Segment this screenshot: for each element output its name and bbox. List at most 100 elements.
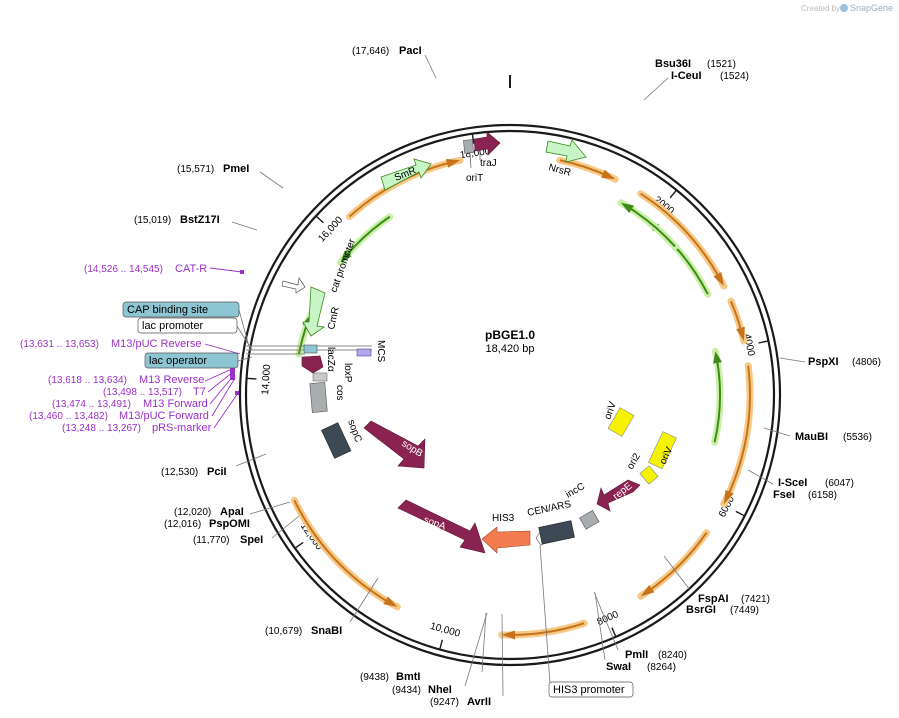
plasmid-title: pBGE1.0 18,420 bp	[485, 328, 535, 355]
orange-arrow-6	[637, 529, 711, 600]
primer-mark	[240, 270, 244, 274]
leader-speI	[271, 515, 300, 539]
feature-his3: HIS3	[481, 513, 531, 554]
site-pos: (4806)	[852, 357, 881, 368]
site-pacI: (17,646) PacI	[352, 45, 422, 57]
site-mauBI: MauBI (5536)	[795, 431, 872, 443]
feature-label: oriT	[466, 173, 483, 184]
site-name: BsrGI	[686, 604, 716, 616]
primer-name: CAT-R	[175, 263, 207, 275]
feature-oriv-2: oriV	[648, 431, 677, 470]
site-swaI: SwaI (8264)	[606, 661, 676, 673]
primer-name: M13 Reverse	[139, 374, 204, 386]
leader-avrII	[501, 613, 504, 697]
tick-mark	[439, 639, 444, 650]
backbone-inner-ring	[244, 129, 776, 661]
feature-traj: traJ	[473, 131, 501, 169]
leader-his3-promoter	[539, 544, 551, 684]
feature-orit: oriT	[463, 139, 483, 184]
leader-m13-rev	[204, 368, 233, 382]
feature-cen-ars: CEN/ARS	[526, 499, 575, 545]
primer-labels: (14,526 .. 14,545) CAT-R (13,631 .. 13,6…	[20, 263, 212, 434]
feature-sopb: sopB	[363, 420, 426, 469]
tick-mark	[315, 215, 324, 224]
primer-name: pRS-marker	[152, 422, 212, 434]
snapgene-watermark: Created by SnapGene	[801, 3, 893, 13]
primer-pos: (13,631 .. 13,653)	[20, 339, 99, 350]
leader-bsu36I	[643, 77, 669, 101]
site-name: SnaBI	[311, 625, 342, 637]
site-bsrGI: BsrGI (7449)	[686, 604, 759, 616]
site-name: FspAI	[698, 593, 729, 605]
primer-name: M13 Forward	[143, 398, 208, 410]
site-pos: (12,530)	[161, 467, 198, 478]
primer-pos: (14,526 .. 14,545)	[84, 264, 163, 275]
orange-arrow-4	[727, 297, 748, 345]
leader-mauBI	[763, 427, 791, 437]
tick-mark	[246, 377, 257, 380]
primer-m13-puc-reverse: (13,631 .. 13,653) M13/pUC Reverse	[20, 338, 201, 350]
site-avrII: (9247) AvrII	[430, 696, 491, 708]
tick-mark	[735, 510, 745, 517]
feature-oriv-1: oriV	[602, 400, 635, 437]
green-arrow-3	[711, 347, 724, 446]
tick-mark	[471, 133, 475, 144]
site-snaBI: (10,679) SnaBI	[265, 625, 342, 637]
site-pos: (11,770)	[193, 535, 230, 546]
cap-binding-site-text: CAP binding site	[127, 304, 208, 316]
feature-sopc: sopC	[321, 418, 364, 459]
leader-isceI	[747, 469, 774, 485]
site-name: SpeI	[240, 534, 263, 546]
leader-pmlI	[593, 591, 619, 651]
site-pmlI: PmlI (8240)	[625, 649, 687, 661]
primer-prs-marker: (13,248 .. 13,267) pRS-marker	[62, 422, 212, 434]
site-apaI: (12,020) ApaI	[174, 506, 244, 518]
lac-operator-label: lac operator	[144, 352, 253, 369]
site-name: FseI	[773, 489, 795, 501]
site-nheI: (9434) NheI	[392, 684, 452, 696]
primer-cat-r: (14,526 .. 14,545) CAT-R	[84, 263, 207, 275]
green-arrow-track	[295, 199, 724, 446]
feature-label: lacZα	[325, 347, 336, 372]
site-pmeI: (15,571) PmeI	[177, 163, 249, 175]
feature-label: ori2	[625, 451, 643, 471]
feature-label: traJ	[480, 158, 497, 169]
leader-prs-marker	[213, 392, 239, 429]
leader-pspXI	[779, 357, 806, 363]
feature-label: CmR	[326, 306, 341, 331]
tick-mark	[758, 340, 769, 344]
primer-m13-puc-forward: (13,460 .. 13,482) M13/pUC Forward	[29, 410, 209, 422]
leader-pciI	[235, 453, 267, 467]
site-name: NheI	[428, 684, 452, 696]
his3-promoter-text: HIS3 promoter	[553, 684, 625, 696]
site-pos: (12,016)	[164, 519, 201, 530]
site-name: PspXI	[808, 356, 839, 368]
leader-t7	[207, 371, 234, 393]
primer-name: T7	[193, 386, 206, 398]
site-pciI: (12,530) PciI	[161, 466, 227, 478]
site-name: I-SceI	[778, 477, 807, 489]
feature-label: HIS3	[492, 513, 515, 524]
orange-arrow-2	[556, 156, 619, 183]
leader-pmeI	[259, 171, 284, 189]
orange-arrow-7	[498, 619, 588, 640]
site-iceuI: I-CeuI (1524)	[671, 70, 749, 82]
site-pos: (8240)	[658, 650, 687, 661]
orange-arrow-3	[637, 190, 728, 290]
site-name: I-CeuI	[671, 70, 702, 82]
lac-operator-text: lac operator	[149, 355, 207, 367]
site-pos: (15,019)	[134, 215, 171, 226]
site-pos: (10,679)	[265, 626, 302, 637]
snapgene-logo-icon	[840, 4, 848, 12]
his3-promoter-label: HIS3 promoter	[548, 681, 634, 698]
site-pos: (6158)	[808, 490, 837, 501]
primer-marks	[230, 270, 244, 395]
feature-cmr: CmR	[302, 286, 342, 337]
primer-m13-reverse: (13,618 .. 13,634) M13 Reverse	[48, 374, 204, 386]
cap-binding-site-label: CAP binding site	[122, 301, 251, 351]
orange-arrow-8	[290, 496, 401, 611]
feature-sopa: sopA	[397, 499, 486, 554]
tick-mark	[669, 189, 677, 199]
primer-pos: (13,248 .. 13,267)	[62, 423, 141, 434]
